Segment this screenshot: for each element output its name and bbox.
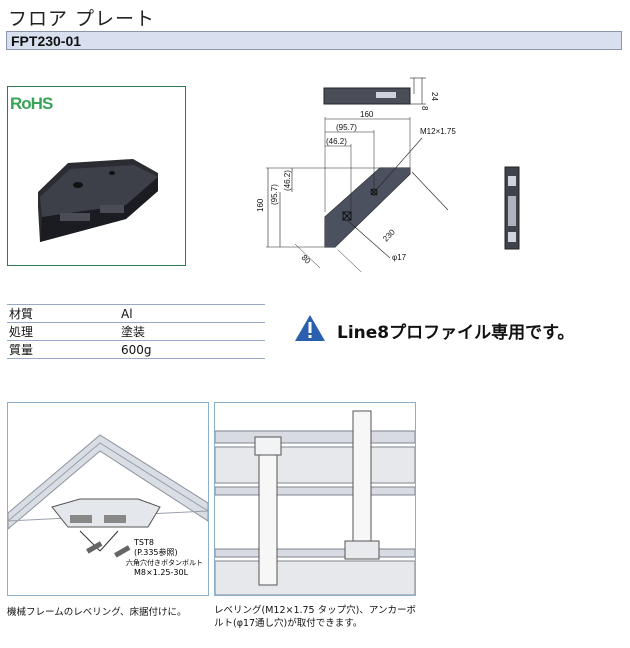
- leveling-illustration: [214, 410, 416, 596]
- technical-drawing: 24 8 160 (95.7) (46.2) M12×1.75 160 (95.…: [256, 77, 520, 272]
- spec-row: 処理 塗装: [7, 322, 265, 341]
- dim-230: 230: [381, 227, 397, 243]
- warning-icon: [295, 315, 325, 341]
- dim-160-left: 160: [256, 198, 265, 212]
- spec-key: 質量: [7, 340, 119, 359]
- spec-row: 材質 Al: [7, 304, 265, 323]
- label-bolt-name: 六角穴付きボタンボルト: [126, 558, 203, 567]
- label-reference: (P.335参照): [134, 547, 178, 557]
- page-title: フロア プレート: [8, 8, 156, 30]
- dim-95-7-vertical: (95.7): [270, 184, 279, 205]
- dim-46-2-horizontal: (46.2): [326, 137, 347, 146]
- spec-row: 質量 600g: [7, 340, 265, 359]
- thread-spec: M12×1.75: [420, 127, 456, 136]
- product-photo: [38, 159, 158, 242]
- figure1-caption: 機械フレームのレベリング、床据付けに。: [7, 607, 187, 618]
- dim-95-7-horizontal: (95.7): [336, 123, 357, 132]
- spec-value: Al: [119, 304, 265, 323]
- spec-value: 600g: [119, 340, 265, 359]
- rohs-logo: RoHS: [10, 94, 53, 113]
- figure2-caption: レベリング(M12×1.75 タップ穴)、アンカーボルト(φ17通し穴)が取付で…: [214, 605, 416, 629]
- dim-160-top: 160: [360, 110, 374, 119]
- hole-spec: φ17: [392, 253, 407, 262]
- spec-key: 材質: [7, 304, 119, 323]
- product-code-bar: FPT230-01: [6, 31, 622, 50]
- installation-illustration: TST8 (P.335参照) 六角穴付きボタンボルト M8×1.25-30L: [6, 434, 210, 577]
- spec-table: 材質 Al 処理 塗装 質量 600g: [7, 304, 265, 359]
- dim-46-2-vertical: (46.2): [283, 170, 292, 191]
- dim-8: 8: [420, 106, 429, 111]
- spec-value: 塗装: [119, 322, 265, 341]
- spec-key: 処理: [7, 322, 119, 341]
- figure-frame-installation: TST8 (P.335参照) 六角穴付きボタンボルト M8×1.25-30L: [6, 402, 210, 596]
- dim-24: 24: [430, 92, 439, 101]
- label-tst8: TST8: [133, 538, 154, 547]
- dim-80: 80: [300, 253, 313, 266]
- notice-text: Line8プロファイル専用です。: [337, 323, 575, 343]
- figure-frame-leveling: [214, 402, 416, 596]
- product-photo-frame: [7, 86, 186, 266]
- label-bolt-size: M8×1.25-30L: [134, 568, 189, 577]
